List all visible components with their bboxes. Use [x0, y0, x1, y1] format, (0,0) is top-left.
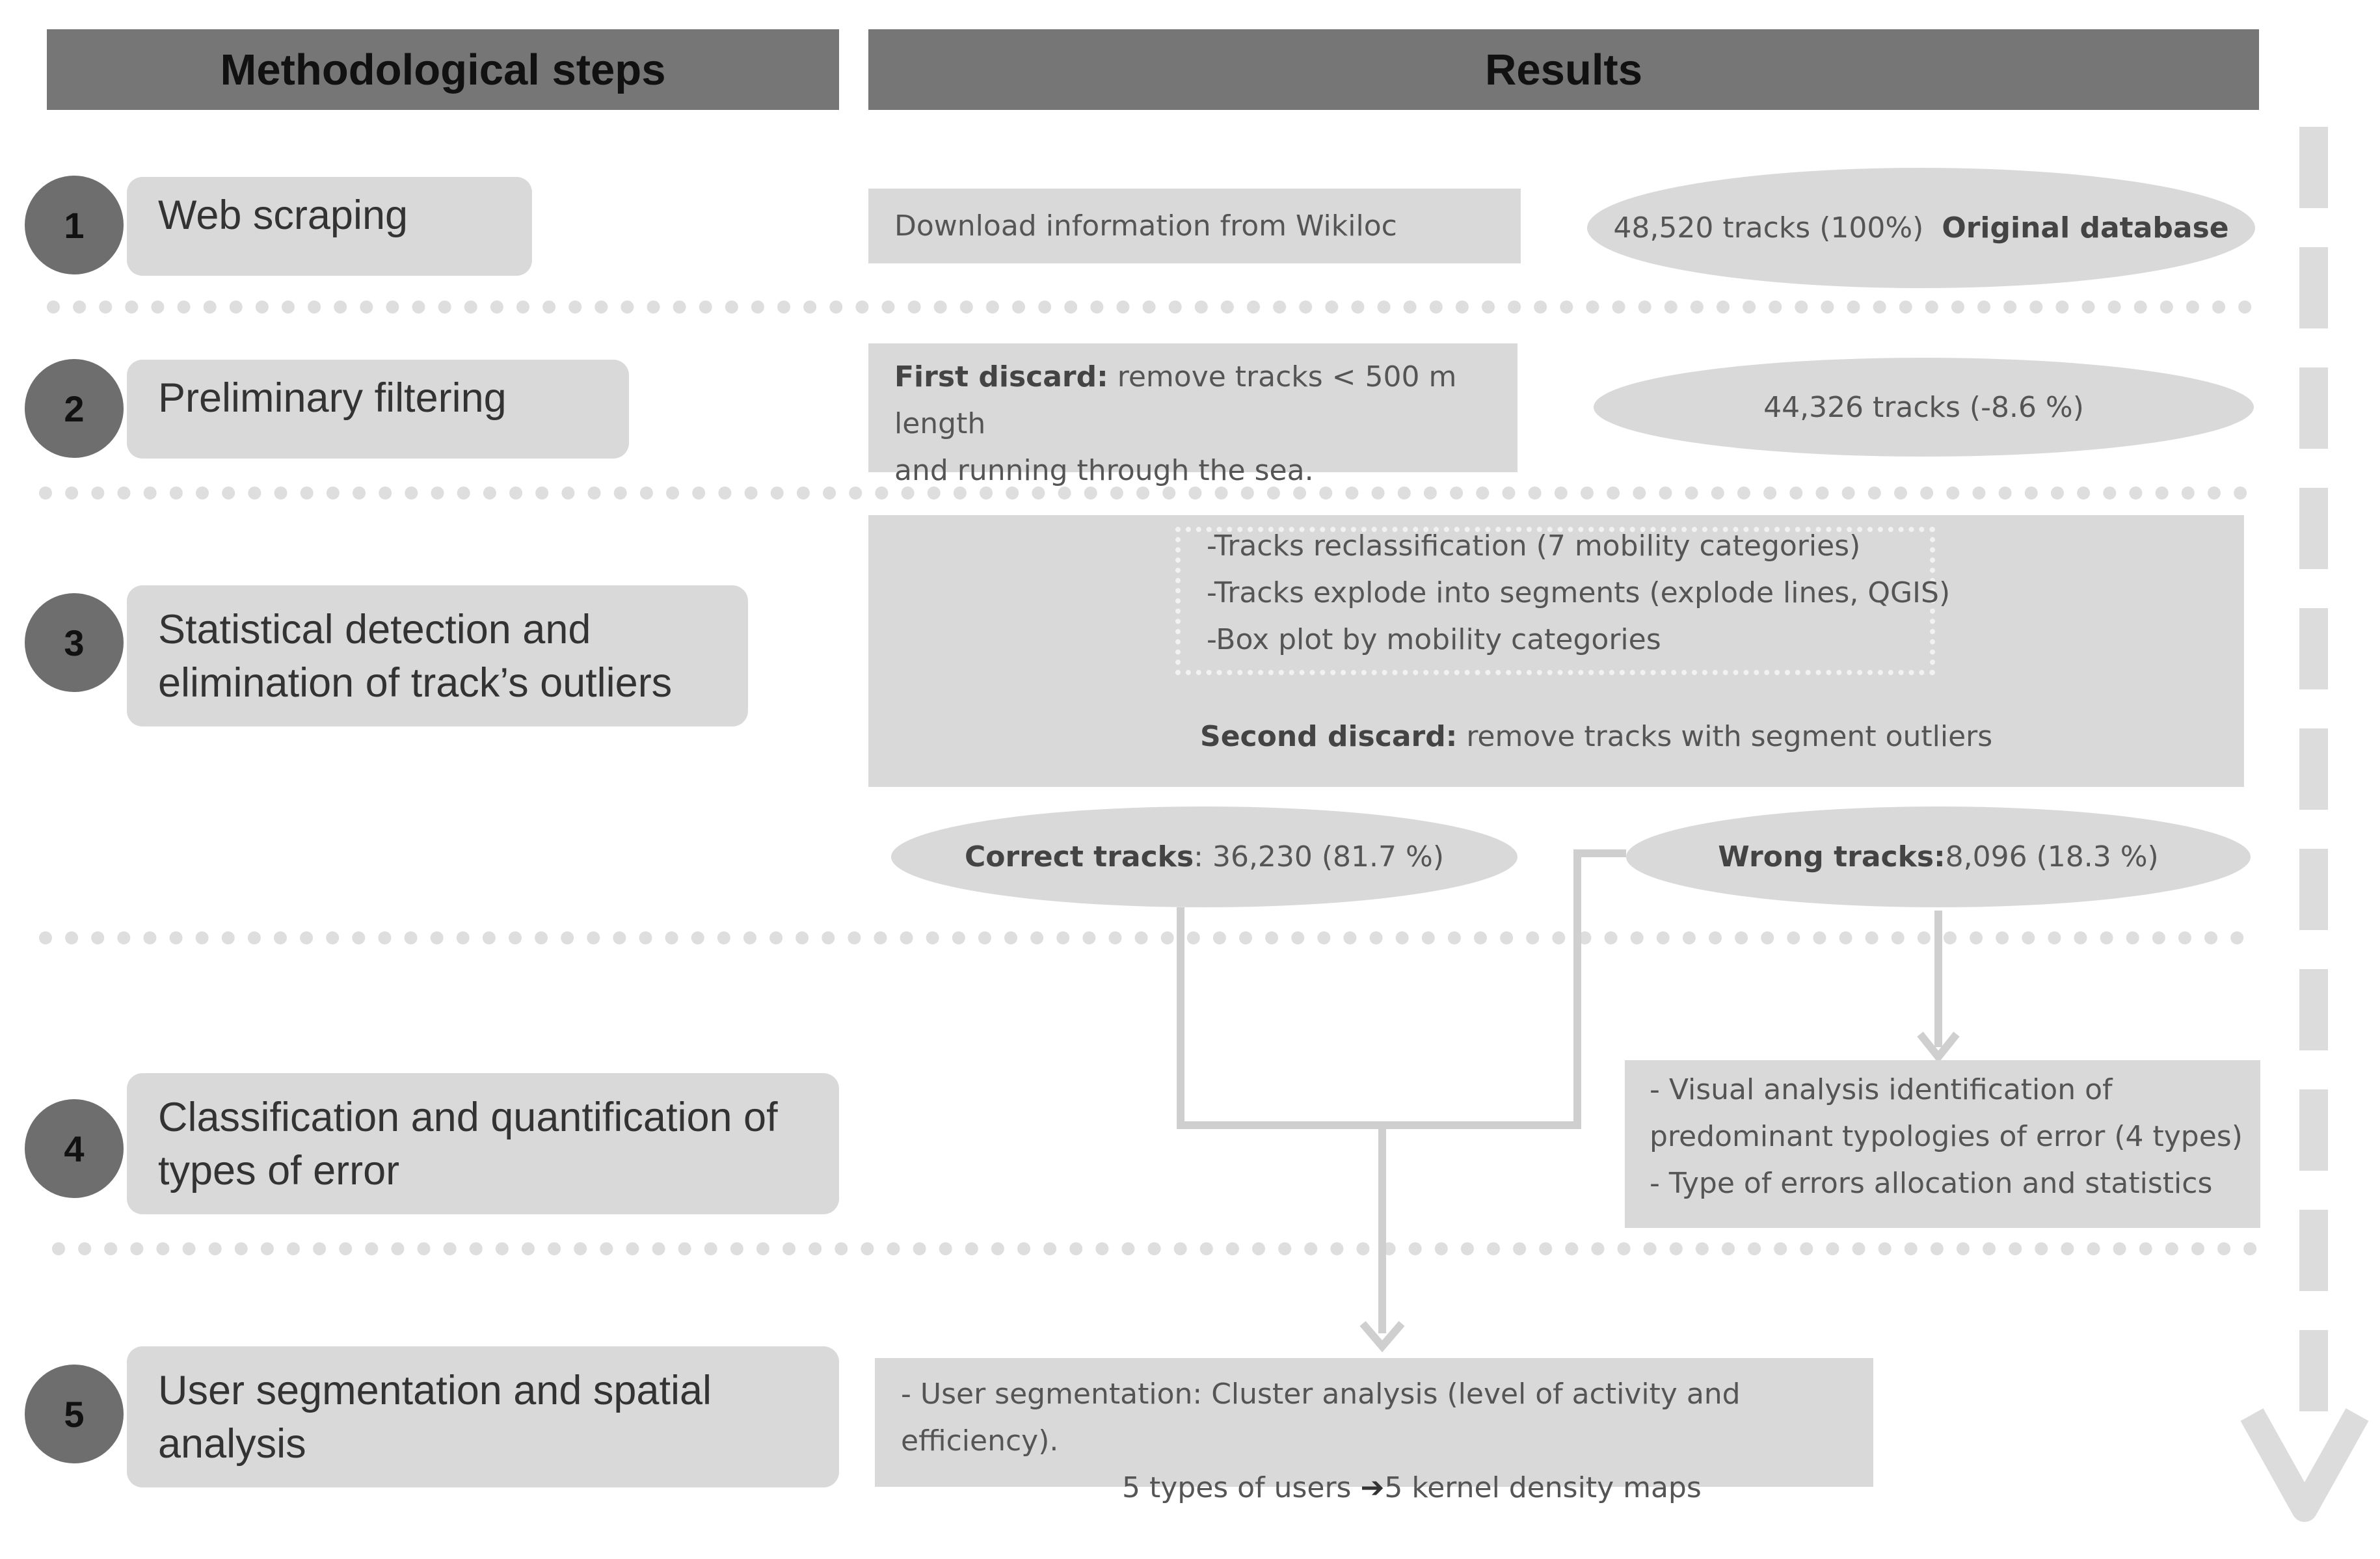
result-first-discard-line-1: First discard: remove tracks < 500 m len… — [894, 354, 1518, 447]
arrowhead-segmentation — [1359, 1321, 1405, 1353]
step-3-label: Statistical detection and elimination of… — [127, 585, 748, 726]
result-wrong-tracks: Wrong tracks: 8,096 (18.3 %) — [1626, 806, 2251, 907]
result-statistical-box: -Tracks reclassification (7 mobility cat… — [868, 515, 2244, 787]
header-left-text: Methodological steps — [220, 45, 666, 94]
separator-1 — [47, 300, 2252, 313]
result-original-database: 48,520 tracks (100%) Original database — [1587, 168, 2255, 288]
result-download-box: Download information from Wikiloc — [868, 189, 1521, 263]
result-second-discard: Second discard: remove tracks with segme… — [1200, 713, 1992, 760]
result-original-count: 48,520 tracks (100%) — [1613, 211, 1924, 245]
result-segmentation-line-1: - User segmentation: Cluster analysis (l… — [901, 1378, 1741, 1458]
result-segmentation-types: 5 types of users — [1122, 1471, 1361, 1504]
step-4-number: 4 — [25, 1099, 124, 1198]
header-right-text: Results — [1484, 45, 1643, 94]
header-methodological-steps: Methodological steps — [47, 29, 839, 110]
step-3-label-line-2: elimination of track’s outliers — [158, 660, 673, 706]
result-statistical-steps-frame — [1175, 527, 1935, 675]
step-2-label: Preliminary filtering — [127, 360, 629, 459]
result-error-line-1: - Visual analysis identification of — [1650, 1073, 2113, 1106]
header-results: Results — [868, 29, 2259, 110]
result-first-discard-line-2: and running through the sea. — [894, 454, 1314, 487]
result-second-discard-label: Second discard: — [1200, 720, 1458, 753]
separator-3 — [39, 931, 2244, 944]
step-5-label-line-2: analysis — [158, 1420, 306, 1467]
result-wrong-value: 8,096 (18.3 %) — [1945, 840, 2159, 873]
separator-2 — [39, 486, 2247, 500]
result-filtered-count: 44,326 tracks (-8.6 %) — [1594, 358, 2254, 457]
step-1-label: Web scraping — [127, 177, 532, 276]
step-3-label-line-1: Statistical detection and — [158, 606, 591, 652]
result-stat-item-2: -Tracks explode into segments (explode l… — [1207, 576, 1951, 609]
arrowhead-error — [1917, 1032, 1960, 1063]
result-original-label: Original database — [1942, 211, 2229, 245]
result-second-discard-text: remove tracks with segment outliers — [1466, 720, 1993, 753]
step-1-number-text: 1 — [64, 204, 85, 246]
step-5-number: 5 — [25, 1365, 124, 1463]
result-error-line-2: predominant typologies of error (4 types… — [1650, 1120, 2243, 1153]
result-wrong-label: Wrong tracks: — [1718, 840, 1945, 873]
step-3-number-text: 3 — [64, 622, 85, 663]
result-first-discard-box: First discard: remove tracks < 500 m len… — [868, 343, 1518, 487]
timeline-arrowhead — [2240, 1408, 2369, 1522]
result-error-box: - Visual analysis identification of pred… — [1625, 1060, 2260, 1228]
result-download-text: Download information from Wikiloc — [894, 209, 1397, 243]
step-1-label-line-1: Web scraping — [158, 193, 408, 238]
step-5-number-text: 5 — [64, 1393, 85, 1435]
step-4-number-text: 4 — [64, 1128, 85, 1169]
result-segmentation-line-2: 5 types of users ➔5 kernel density maps — [901, 1465, 1873, 1512]
connector-wrong-bend — [1382, 849, 1626, 1129]
step-5-label: User segmentation and spatial analysis — [127, 1346, 839, 1487]
result-first-discard-text-1: remove tracks < 500 m length — [894, 360, 1457, 440]
connector-correct — [1177, 907, 1382, 1129]
step-4-label-line-2: types of error — [158, 1147, 400, 1193]
step-4-label-line-1: Classification and quantification of — [158, 1094, 778, 1140]
result-first-discard-label: First discard: — [894, 360, 1108, 393]
result-statistical-steps: -Tracks reclassification (7 mobility cat… — [1207, 523, 1950, 663]
right-arrow-icon: ➔ — [1360, 1471, 1385, 1504]
step-5-label-line-1: User segmentation and spatial — [158, 1367, 712, 1413]
step-2-number: 2 — [25, 359, 124, 458]
result-stat-item-3: -Box plot by mobility categories — [1207, 623, 1661, 656]
result-stat-item-1: -Tracks reclassification (7 mobility cat… — [1207, 529, 1861, 563]
result-correct-tracks: Correct tracks : 36,230 (81.7 %) — [891, 806, 1518, 907]
result-correct-label: Correct tracks — [964, 840, 1194, 873]
step-1-number: 1 — [25, 176, 124, 274]
result-segmentation-box: - User segmentation: Cluster analysis (l… — [875, 1358, 1873, 1504]
step-4-label: Classification and quantification of typ… — [127, 1073, 839, 1214]
step-2-number-text: 2 — [64, 388, 85, 429]
result-filtered-count-text: 44,326 tracks (-8.6 %) — [1763, 390, 2084, 424]
step-2-label-line-1: Preliminary filtering — [158, 375, 507, 421]
step-3-number: 3 — [25, 593, 124, 692]
result-error-line-3: - Type of errors allocation and statisti… — [1650, 1167, 2213, 1200]
result-correct-value: : 36,230 (81.7 %) — [1194, 840, 1444, 873]
separator-4 — [52, 1242, 2257, 1255]
result-segmentation-maps: 5 kernel density maps — [1384, 1471, 1702, 1504]
